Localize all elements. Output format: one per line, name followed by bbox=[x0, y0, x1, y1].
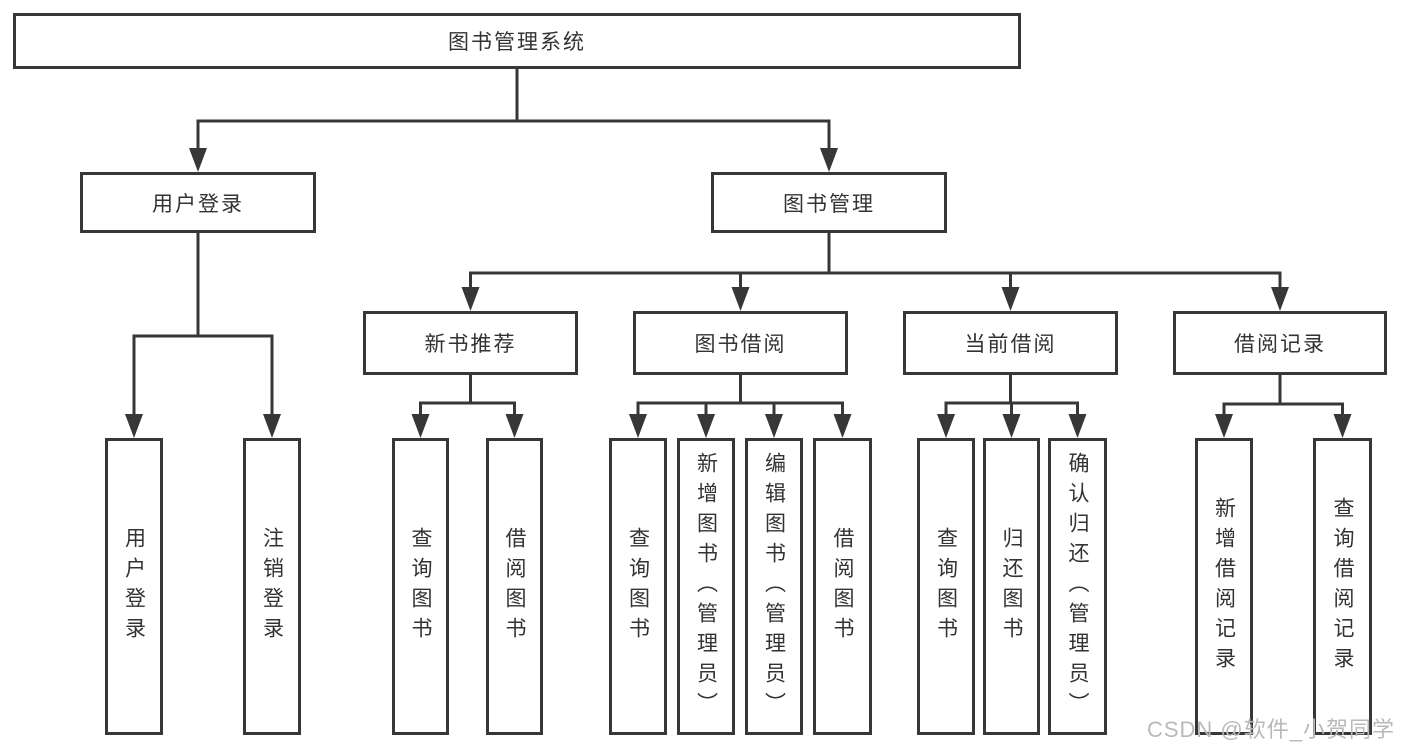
arrowhead-icon bbox=[411, 414, 430, 438]
arrowhead-icon bbox=[1215, 414, 1233, 438]
arrowhead-icon bbox=[1068, 414, 1087, 438]
node-label: 图书管理 bbox=[783, 192, 875, 216]
arrowhead-icon bbox=[697, 414, 715, 438]
node-label: 用户登录 bbox=[152, 192, 244, 216]
edge-root bbox=[196, 67, 831, 158]
csdn-watermark: CSDN @软件_小贺同学 bbox=[1146, 717, 1395, 742]
node-query-borrow-record: 查询借阅记录 bbox=[1313, 438, 1372, 735]
node-label: 新增借阅记录 bbox=[1212, 496, 1236, 677]
arrowhead-icon bbox=[505, 414, 524, 438]
node-label: 确认归还（管理员） bbox=[1066, 451, 1089, 722]
node-borrowing-records: 借阅记录 bbox=[1173, 311, 1387, 375]
node-book-borrowing: 图书借阅 bbox=[633, 311, 848, 375]
edge-user-login-branch bbox=[132, 231, 274, 424]
node-label: 编辑图书（管理员） bbox=[762, 451, 786, 722]
node-label: 查询图书 bbox=[934, 526, 958, 647]
node-label: 借阅图书 bbox=[503, 526, 526, 647]
node-label: 新书推荐 bbox=[424, 333, 517, 356]
arrowhead-icon bbox=[731, 287, 750, 311]
node-add-borrow-record: 新增借阅记录 bbox=[1195, 438, 1253, 735]
node-label: 归还图书 bbox=[1000, 526, 1023, 647]
node-user-login: 用户登录 bbox=[105, 438, 163, 735]
node-label: 借阅图书 bbox=[831, 526, 854, 647]
edge-book-management bbox=[469, 231, 1282, 297]
node-borrow-book-b: 借阅图书 bbox=[813, 438, 872, 735]
arrowhead-icon bbox=[1333, 414, 1352, 438]
node-root: 图书管理系统 bbox=[13, 13, 1021, 69]
node-return-book: 归还图书 bbox=[983, 438, 1040, 735]
arrowhead-icon bbox=[1001, 287, 1020, 311]
arrowhead-icon bbox=[937, 414, 955, 438]
arrowhead-icon bbox=[461, 287, 480, 311]
edge-new-book-recommend bbox=[419, 373, 516, 424]
node-new-book-recommend: 新书推荐 bbox=[363, 311, 578, 375]
arrowhead-icon bbox=[1002, 414, 1021, 438]
node-logout-login: 注销登录 bbox=[243, 438, 301, 735]
node-confirm-return-admin: 确认归还（管理员） bbox=[1048, 438, 1107, 735]
node-label: 新增图书（管理员） bbox=[694, 451, 718, 722]
node-query-book-b: 查询图书 bbox=[609, 438, 667, 735]
arrowhead-icon bbox=[1271, 287, 1289, 311]
node-label: 当前借阅 bbox=[964, 333, 1057, 356]
edge-book-borrowing bbox=[636, 373, 844, 424]
arrowhead-icon bbox=[125, 414, 143, 438]
arrowhead-icon bbox=[629, 414, 647, 438]
node-label: 查询图书 bbox=[626, 526, 650, 647]
node-label: 注销登录 bbox=[260, 526, 284, 647]
node-label: 查询图书 bbox=[409, 526, 432, 647]
node-book-management: 图书管理 bbox=[711, 172, 947, 233]
node-current-borrowing: 当前借阅 bbox=[903, 311, 1118, 375]
node-edit-book-admin: 编辑图书（管理员） bbox=[745, 438, 803, 735]
node-label: 用户登录 bbox=[122, 526, 146, 647]
node-label: 图书借阅 bbox=[694, 333, 787, 356]
node-borrow-book-a: 借阅图书 bbox=[486, 438, 543, 735]
node-user-login-branch: 用户登录 bbox=[80, 172, 316, 233]
node-add-book-admin: 新增图书（管理员） bbox=[677, 438, 735, 735]
node-label: 图书管理系统 bbox=[448, 31, 586, 54]
node-query-book-a: 查询图书 bbox=[392, 438, 449, 735]
node-label: 查询借阅记录 bbox=[1331, 496, 1354, 677]
arrowhead-icon bbox=[833, 414, 852, 438]
node-label: 借阅记录 bbox=[1234, 333, 1326, 356]
edge-current-borrowing bbox=[944, 373, 1079, 424]
arrowhead-icon bbox=[820, 148, 838, 172]
arrowhead-icon bbox=[263, 414, 281, 438]
edge-borrowing-records bbox=[1222, 373, 1344, 424]
node-query-book-c: 查询图书 bbox=[917, 438, 975, 735]
arrowhead-icon bbox=[189, 148, 207, 172]
arrowhead-icon bbox=[765, 414, 783, 438]
